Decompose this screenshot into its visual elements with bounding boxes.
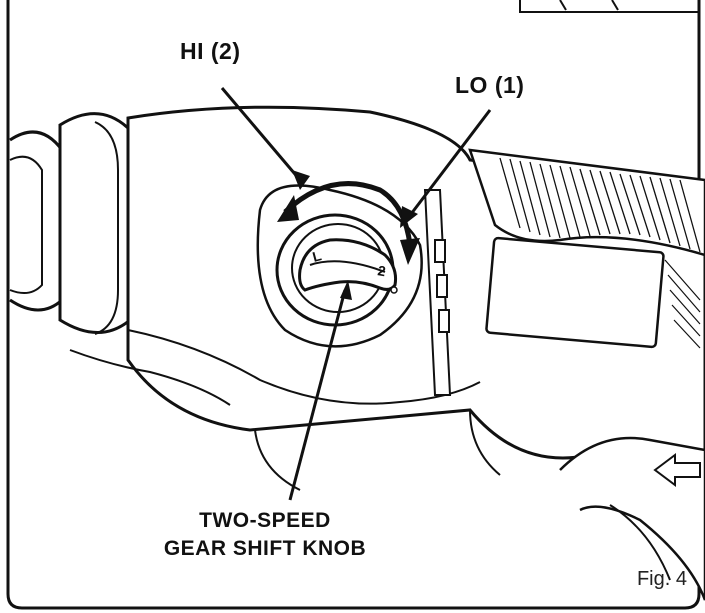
callout-knob-line1: TWO-SPEED [199,509,331,532]
frame-border [6,0,701,610]
leader-hi [220,87,302,181]
knob-mark-high: 2 [376,262,387,279]
chuck-collar [58,112,132,334]
vent-grille [468,148,705,257]
grip-hatch [664,259,701,349]
top-fragment [519,0,700,13]
chuck-front [9,130,64,312]
callout-lo: LO (1) [455,72,525,98]
figure-label: Fig. 4 [636,568,687,590]
side-vents [423,189,452,396]
label-plate [485,236,665,349]
gear-shift-knob [298,238,397,292]
leader-lo [406,109,492,219]
leader-knob [288,289,347,501]
callout-knob-line2: GEAR SHIFT KNOB [163,537,367,560]
callout-gear-shift-knob: TWO-SPEED GEAR SHIFT KNOB [140,507,390,563]
direction-arrow [653,453,701,487]
callout-hi: HI (2) [180,38,241,64]
